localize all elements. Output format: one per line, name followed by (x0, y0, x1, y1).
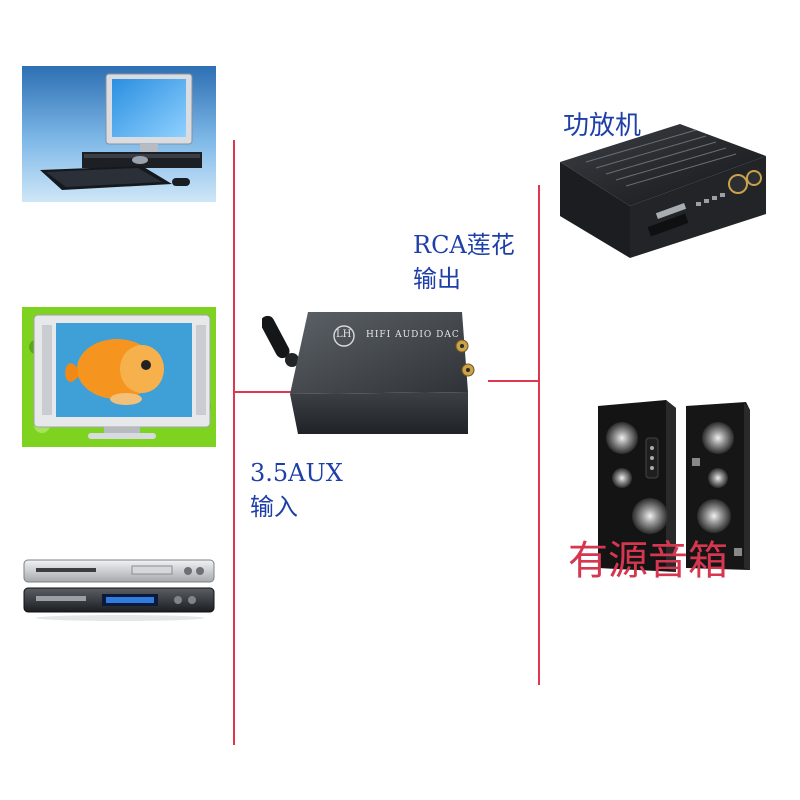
aux-input-label-line2: 输入 (250, 493, 298, 521)
dac-to-output-line (488, 380, 540, 382)
dac-model-text: HIFI AUDIO DAC (366, 330, 460, 340)
flat-screen-tv-image (22, 307, 216, 447)
amplifier-image (556, 122, 770, 258)
aux-input-label-line1: 3.5AUX (250, 459, 343, 487)
rca-output-label-line1: RCA莲花 (413, 231, 515, 259)
dvd-players-image (22, 556, 218, 622)
active-speakers-label: 有源音箱 (568, 538, 728, 584)
output-bus-line (538, 185, 540, 685)
input-bus-line (233, 140, 235, 745)
active-speakers-image (596, 398, 752, 574)
dac-logo-text: LH (336, 329, 352, 340)
desktop-computer-image (22, 66, 216, 202)
input-to-dac-line (235, 391, 293, 393)
rca-output-label-line2: 输出 (413, 265, 461, 293)
hifi-dac-device: LH HIFI AUDIO DAC (262, 308, 488, 440)
amplifier-label: 功放机 (563, 111, 642, 141)
